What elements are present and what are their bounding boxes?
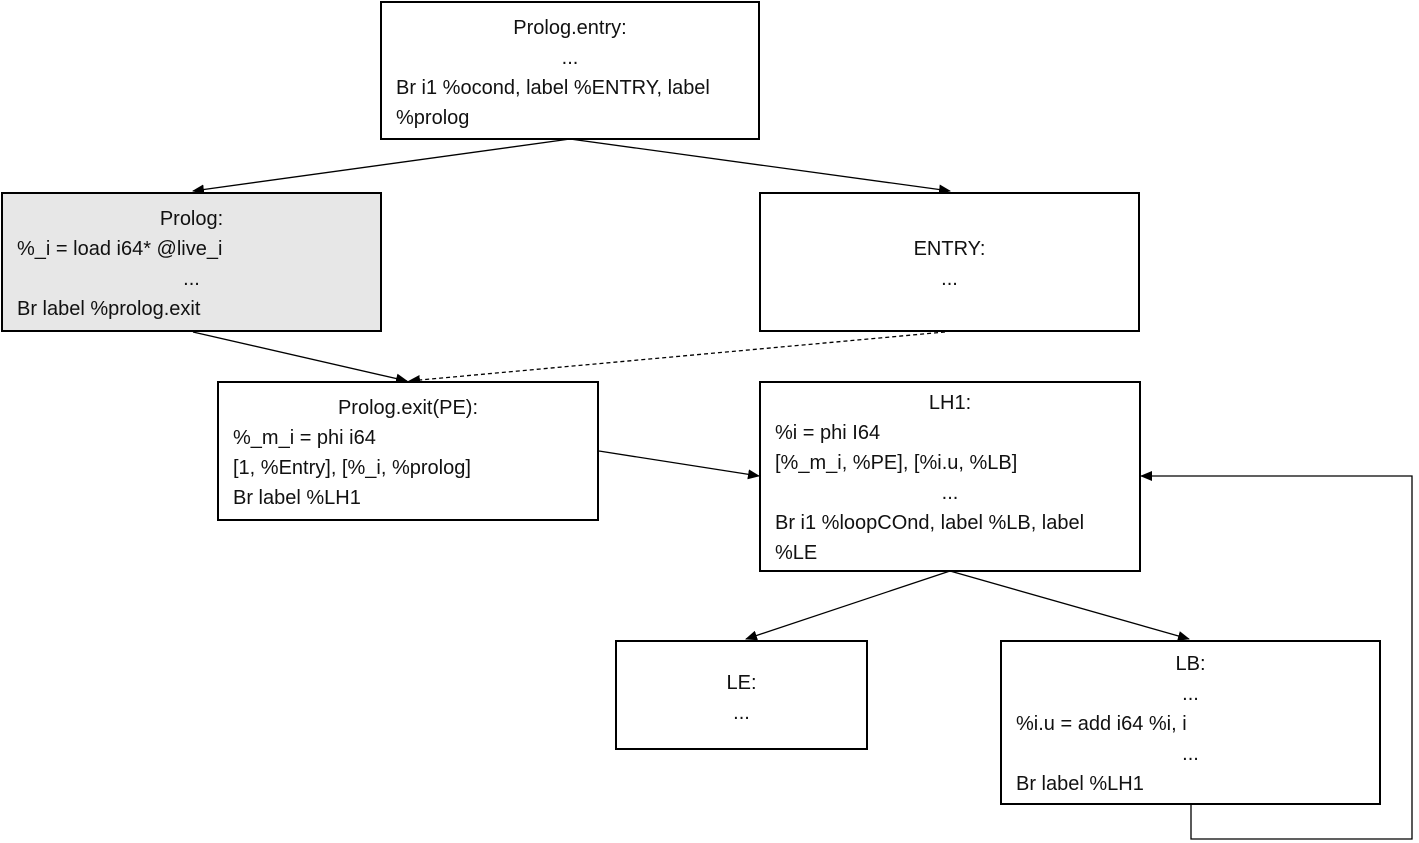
- edge-prolog-to-prolog-exit: [192, 331, 408, 384]
- block-line: ...: [561, 47, 579, 69]
- block-line: Br label %LH1: [233, 487, 361, 509]
- block-title: ENTRY:: [913, 238, 986, 260]
- block-lh1[interactable]: LH1: %i = phi I64 [%_m_i, %PE], [%i.u, %…: [759, 381, 1141, 572]
- block-line: %prolog: [396, 107, 470, 129]
- block-line: ...: [1182, 743, 1199, 765]
- block-title: LB:: [1175, 653, 1206, 675]
- block-prolog-entry[interactable]: Prolog.entry: ... Br i1 %ocond, label %E…: [380, 1, 760, 140]
- block-line: Br i1 %loopCOnd, label %LB, label: [775, 512, 1085, 534]
- block-le[interactable]: LE: ...: [615, 640, 868, 750]
- block-line: [%_m_i, %PE], [%i.u, %LB]: [775, 452, 1018, 474]
- block-entry[interactable]: ENTRY: ...: [759, 192, 1140, 332]
- block-line: Br label %prolog.exit: [17, 298, 201, 320]
- block-line: %_m_i = phi i64: [233, 427, 376, 449]
- edge-prolog-entry-to-prolog: [192, 138, 571, 195]
- block-prolog[interactable]: Prolog: %_i = load i64* @live_i ... Br l…: [1, 192, 382, 332]
- block-line: Br i1 %ocond, label %ENTRY, label: [396, 77, 710, 99]
- block-line: %LE: [775, 542, 818, 564]
- block-lb[interactable]: LB: ... %i.u = add i64 %i, i ... Br labe…: [1000, 640, 1381, 805]
- edge-prolog-exit-to-lh1: [598, 450, 760, 480]
- block-line: [1, %Entry], [%_i, %prolog]: [233, 457, 471, 479]
- block-line: Br label %LH1: [1016, 773, 1144, 795]
- edge-prolog-entry-to-entry: [569, 138, 951, 195]
- block-title: LE:: [726, 672, 757, 694]
- block-line: ...: [733, 702, 750, 724]
- block-title: LH1:: [928, 392, 972, 414]
- block-line: %i = phi I64: [775, 422, 881, 444]
- edge-entry-to-prolog-exit: [408, 331, 946, 385]
- edge-lh1-to-le: [745, 570, 951, 641]
- block-line: ...: [183, 268, 200, 290]
- block-title: Prolog:: [159, 208, 224, 230]
- block-line: ...: [941, 482, 959, 504]
- edge-lh1-to-lb: [949, 570, 1190, 641]
- block-prolog-exit[interactable]: Prolog.exit(PE): %_m_i = phi i64 [1, %En…: [217, 381, 599, 521]
- edge-lb-to-lh1-backedge: [1140, 471, 1413, 840]
- block-line: %_i = load i64* @live_i: [17, 238, 223, 260]
- block-title: Prolog.exit(PE):: [337, 397, 479, 419]
- block-title: Prolog.entry:: [513, 17, 627, 39]
- block-line: ...: [1182, 683, 1199, 705]
- block-line: ...: [941, 268, 958, 290]
- block-line: %i.u = add i64 %i, i: [1016, 713, 1187, 735]
